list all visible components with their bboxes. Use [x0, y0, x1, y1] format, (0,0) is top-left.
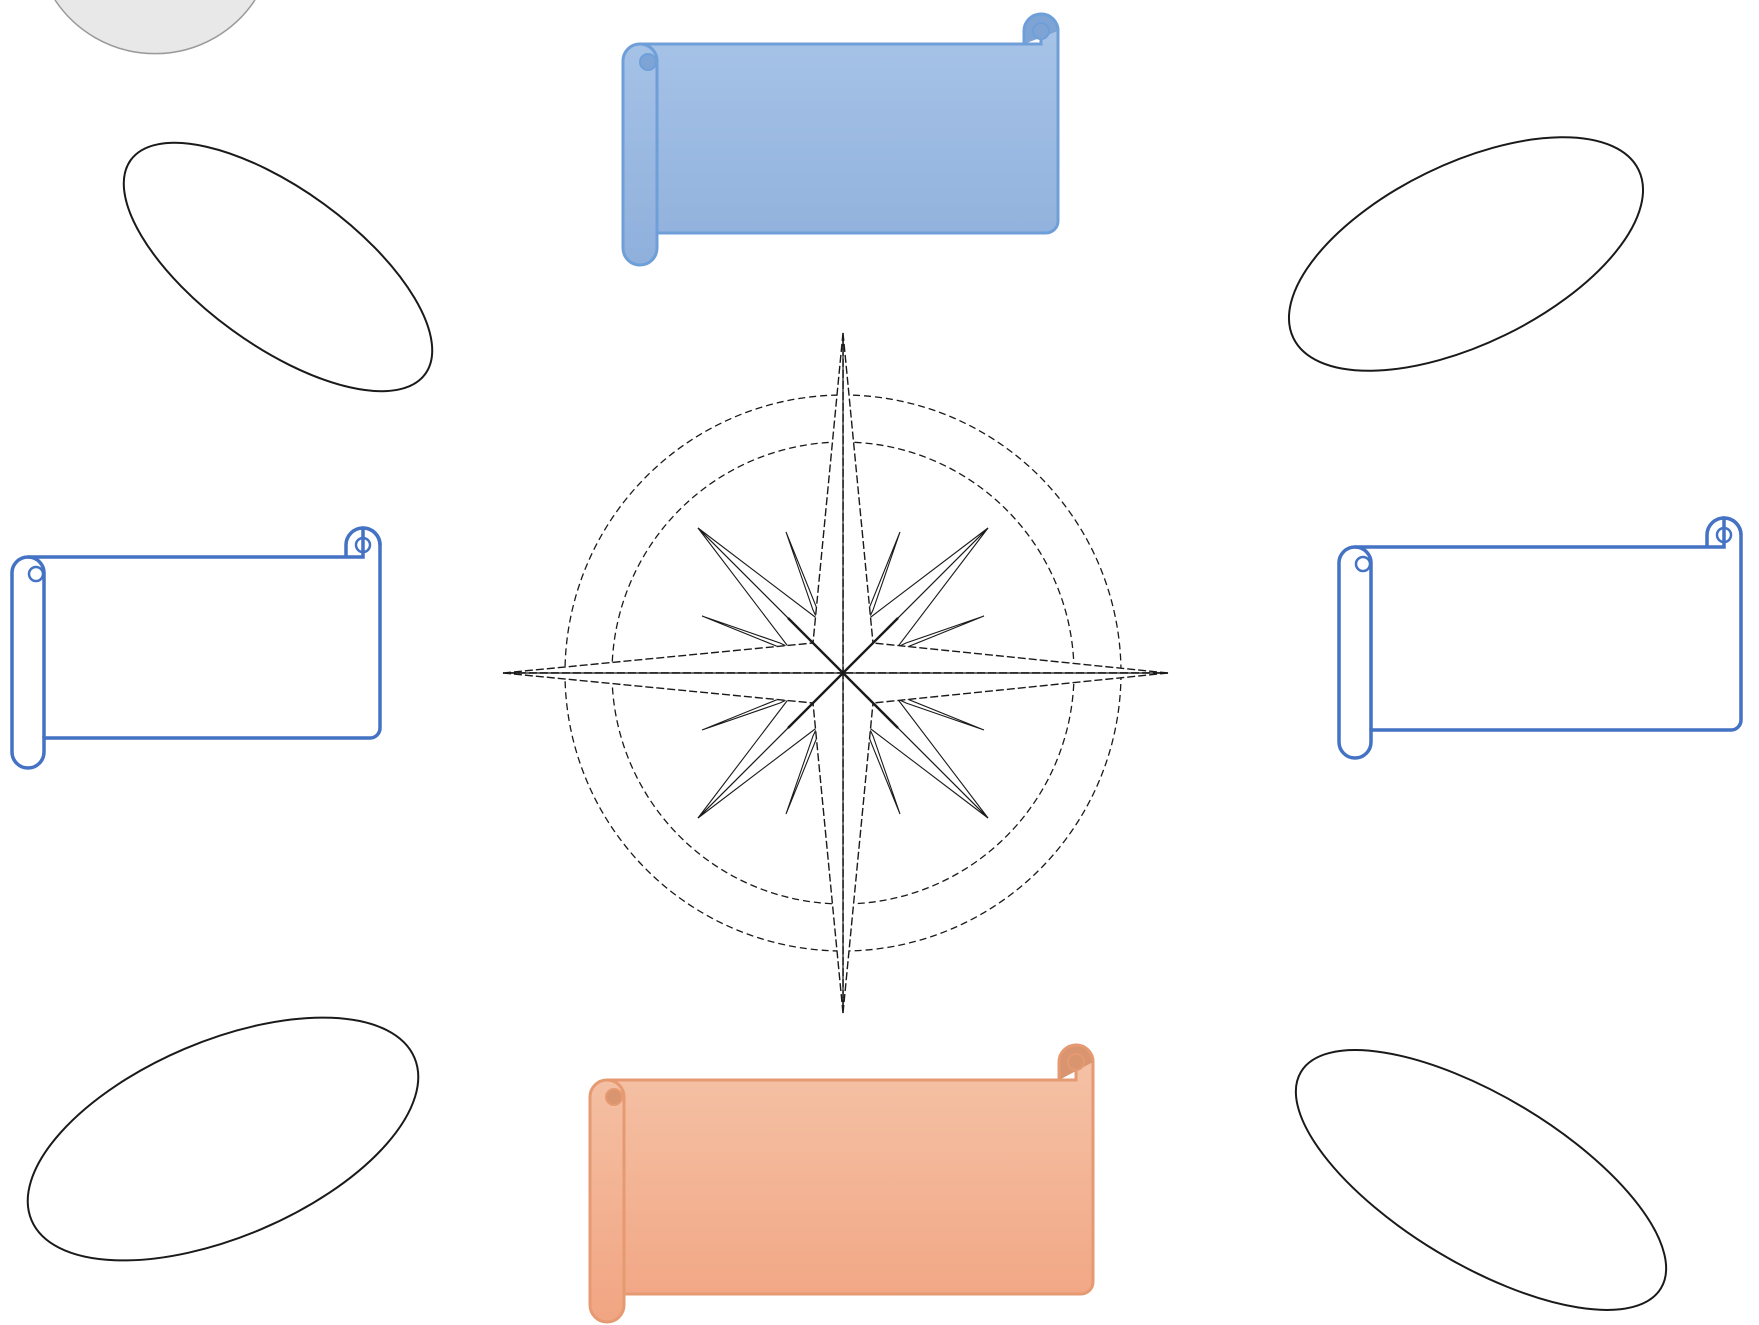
right-scroll[interactable]	[1339, 518, 1741, 758]
compass-rose-icon	[503, 333, 1168, 1013]
left-scroll[interactable]	[12, 528, 380, 768]
ellipse-top-right[interactable]	[1254, 89, 1678, 419]
ellipse-bottom-right[interactable]	[1258, 1000, 1705, 1325]
bottom-scroll[interactable]	[590, 1045, 1093, 1322]
corner-circle	[55, 0, 255, 54]
ellipse-top-left[interactable]	[85, 97, 471, 437]
top-scroll[interactable]	[623, 14, 1058, 265]
ellipse-bottom-left[interactable]	[0, 968, 453, 1311]
